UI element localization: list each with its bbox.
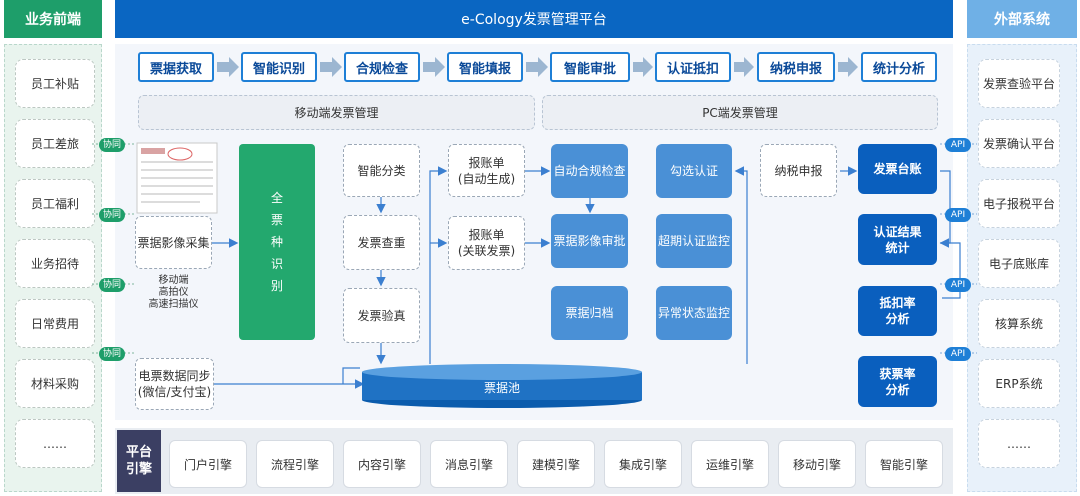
select-cert-node: 勾选认证 bbox=[656, 144, 732, 198]
left-header: 业务前端 bbox=[4, 0, 102, 38]
collab-tag: 协同 bbox=[99, 138, 125, 152]
invoice-thumbnail bbox=[136, 142, 218, 214]
left-item: 日常费用 bbox=[15, 299, 95, 348]
collab-tag: 协同 bbox=[99, 278, 125, 292]
left-item: 材料采购 bbox=[15, 359, 95, 408]
left-item: 业务招待 bbox=[15, 239, 95, 288]
right-item: 发票确认平台 bbox=[978, 119, 1060, 168]
step-tax-filing: 纳税申报 bbox=[757, 52, 835, 82]
api-tag: API bbox=[945, 138, 971, 152]
abnormal-monitor-node: 异常状态监控 bbox=[656, 286, 732, 340]
left-item: 员工补贴 bbox=[15, 59, 95, 108]
step-ticket-acquire: 票据获取 bbox=[138, 52, 214, 82]
ticket-pool-label: 票据池 bbox=[483, 381, 520, 395]
invoice-ledger-node: 发票台账 bbox=[858, 144, 937, 194]
right-item: …… bbox=[978, 419, 1060, 468]
mobile-section-header: 移动端发票管理 bbox=[138, 95, 535, 130]
right-item: 电子底账库 bbox=[978, 239, 1060, 288]
engine-label: 平台 引擎 bbox=[117, 430, 161, 492]
step-compliance-check: 合规检查 bbox=[344, 52, 420, 82]
engine-ops: 运维引擎 bbox=[691, 440, 769, 488]
tax-filing-node: 纳税申报 bbox=[760, 144, 837, 197]
invoice-verify-node: 发票验真 bbox=[343, 288, 420, 343]
right-item: 电子报税平台 bbox=[978, 179, 1060, 228]
collab-tag: 协同 bbox=[99, 208, 125, 222]
left-item: 员工福利 bbox=[15, 179, 95, 228]
smart-classify-node: 智能分类 bbox=[343, 144, 420, 197]
overdue-monitor-node: 超期认证监控 bbox=[656, 214, 732, 268]
api-tag: API bbox=[945, 208, 971, 222]
left-item: 员工差旅 bbox=[15, 119, 95, 168]
api-tag: API bbox=[945, 347, 971, 361]
acquisition-rate-node: 获票率 分析 bbox=[858, 356, 937, 407]
engine-process: 流程引擎 bbox=[256, 440, 334, 488]
right-column: 发票查验平台 发票确认平台 电子报税平台 电子底账库 核算系统 ERP系统 …… bbox=[967, 44, 1077, 492]
invoice-dedupe-node: 发票查重 bbox=[343, 215, 420, 270]
api-tag: API bbox=[945, 278, 971, 292]
step-smart-fill: 智能填报 bbox=[447, 52, 523, 82]
auto-compliance-node: 自动合规检查 bbox=[551, 144, 628, 198]
right-header: 外部系统 bbox=[967, 0, 1077, 38]
step-arrows bbox=[217, 57, 858, 77]
step-smart-recognition: 智能识别 bbox=[241, 52, 317, 82]
engine-modeling: 建模引擎 bbox=[517, 440, 595, 488]
engine-portal: 门户引擎 bbox=[169, 440, 247, 488]
left-column: 员工补贴 员工差旅 员工福利 业务招待 日常费用 材料采购 …… bbox=[4, 44, 102, 492]
ticket-pool-cylinder bbox=[362, 364, 642, 408]
device-caption: 移动端 高拍仪 高速扫描仪 bbox=[148, 275, 199, 310]
full-recognition-block: 全 票 种 识 别 bbox=[239, 144, 315, 340]
report-linked-node: 报账单 (关联发票) bbox=[448, 216, 525, 270]
right-item: 核算系统 bbox=[978, 299, 1060, 348]
deduction-rate-node: 抵扣率 分析 bbox=[858, 286, 937, 336]
step-cert-deduction: 认证抵扣 bbox=[655, 52, 731, 82]
report-auto-node: 报账单 (自动生成) bbox=[448, 144, 525, 197]
pc-section-header: PC端发票管理 bbox=[542, 95, 938, 130]
center-header: e-Cology发票管理平台 bbox=[115, 0, 953, 38]
engine-message: 消息引擎 bbox=[430, 440, 508, 488]
image-collect-node: 票据影像采集 bbox=[135, 216, 212, 269]
engine-mobile: 移动引擎 bbox=[778, 440, 856, 488]
archive-node: 票据归档 bbox=[551, 286, 628, 340]
e-invoice-sync-node: 电票数据同步 (微信/支付宝) bbox=[135, 358, 214, 410]
step-smart-approval: 智能审批 bbox=[550, 52, 630, 82]
cert-result-node: 认证结果 统计 bbox=[858, 214, 937, 265]
right-item: 发票查验平台 bbox=[978, 59, 1060, 108]
image-approval-node: 票据影像审批 bbox=[551, 214, 628, 268]
step-statistics: 统计分析 bbox=[861, 52, 937, 82]
engine-content: 内容引擎 bbox=[343, 440, 421, 488]
collab-tag: 协同 bbox=[99, 347, 125, 361]
engine-integration: 集成引擎 bbox=[604, 440, 682, 488]
left-item: …… bbox=[15, 419, 95, 468]
right-item: ERP系统 bbox=[978, 359, 1060, 408]
engine-smart: 智能引擎 bbox=[865, 440, 943, 488]
